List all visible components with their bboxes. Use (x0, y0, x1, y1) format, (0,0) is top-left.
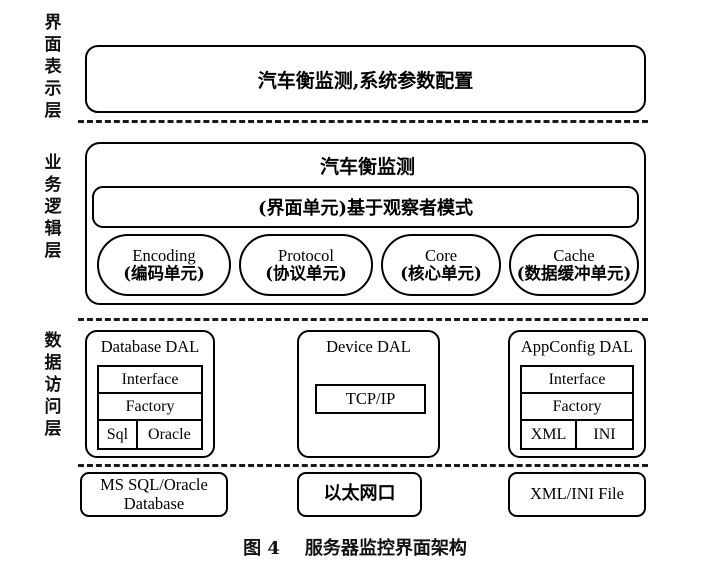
layer-label-char: 表 (44, 57, 62, 78)
unit-protocol-name-en: Protocol (278, 245, 334, 265)
layer-label-char: 层 (44, 419, 62, 440)
layer-label-char: 层 (44, 101, 62, 122)
observer-pattern-box: (界面单元)基于观察者模式 (92, 186, 639, 228)
database-dal-cell-oracle: Oracle (148, 425, 191, 443)
appconfig-dal-table: Interface Factory XML INI (520, 365, 634, 450)
unit-protocol: Protocol (协议单元) (239, 234, 373, 296)
figure-caption: 图 4 服务器监控界面架构 (243, 538, 467, 559)
unit-cache-name-en: Cache (553, 245, 595, 265)
appconfig-dal-row-impl: XML INI (522, 421, 632, 448)
layer-label-char: 界 (44, 13, 62, 33)
device-dal-title: Device DAL (326, 337, 411, 356)
layer-label-char: 面 (44, 35, 62, 56)
unit-cache: Cache (数据缓冲单元) (509, 234, 639, 296)
layer-separator-3 (78, 464, 648, 467)
layer-label-char: 示 (44, 79, 62, 100)
unit-core: Core (核心单元) (381, 234, 501, 296)
layer-label-char: 访 (44, 375, 62, 396)
tcpip-box: TCP/IP (315, 384, 426, 414)
layer-label-char: 问 (44, 397, 62, 418)
layer-label-char: 据 (44, 353, 62, 374)
layer-label-char: 逻 (44, 197, 62, 218)
appconfig-dal-cell-xml: XML (522, 421, 577, 448)
unit-encoding: Encoding (编码单元) (97, 234, 231, 296)
storage-network-box: 以太网口 (297, 472, 422, 517)
database-dal-row-interface: Interface (99, 367, 201, 394)
database-dal-row-factory: Factory (99, 394, 201, 421)
unit-encoding-name-cn: (编码单元) (123, 264, 205, 283)
layer-label-business: 业 务 逻 辑 层 (36, 152, 70, 262)
presentation-layer-box: 汽车衡监测,系统参数配置 (85, 45, 646, 113)
unit-core-name-en: Core (424, 245, 458, 265)
unit-cache-name-cn: (数据缓冲单元) (516, 264, 632, 283)
layer-label-char: 业 (44, 153, 62, 173)
layer-label-char: 务 (44, 175, 62, 196)
unit-encoding-name-en: Encoding (132, 245, 196, 265)
unit-protocol-name-cn: (协议单元) (265, 264, 347, 283)
appconfig-dal-row-interface: Interface (522, 367, 632, 394)
appconfig-dal-title: AppConfig DAL (520, 337, 634, 356)
layer-label-char: 层 (44, 241, 62, 262)
business-layer-title: 汽车衡监测 (319, 155, 415, 178)
appconfig-dal-cell-ini: INI (593, 425, 616, 443)
layer-label-char: 数 (44, 331, 62, 351)
database-dal-box: Database DAL Interface Factory Sql Oracl… (85, 330, 215, 458)
layer-separator-2 (78, 318, 648, 321)
layer-label-data-access: 数 据 访 问 层 (36, 330, 70, 440)
device-dal-box: Device DAL TCP/IP (297, 330, 440, 458)
appconfig-dal-row-factory: Factory (522, 394, 632, 421)
layer-separator-1 (78, 120, 648, 123)
database-dal-title: Database DAL (100, 337, 200, 356)
layer-label-char: 辑 (44, 219, 62, 240)
database-dal-cell-sql: Sql (99, 421, 138, 448)
appconfig-dal-box: AppConfig DAL Interface Factory XML INI (508, 330, 646, 458)
database-dal-row-impl: Sql Oracle (99, 421, 201, 448)
layer-label-presentation: 界 面 表 示 层 (36, 12, 70, 122)
storage-file-box: XML/INI File (508, 472, 646, 517)
storage-database-box: MS SQL/Oracle Database (80, 472, 228, 517)
unit-core-name-cn: (核心单元) (400, 264, 482, 283)
database-dal-table: Interface Factory Sql Oracle (97, 365, 203, 450)
